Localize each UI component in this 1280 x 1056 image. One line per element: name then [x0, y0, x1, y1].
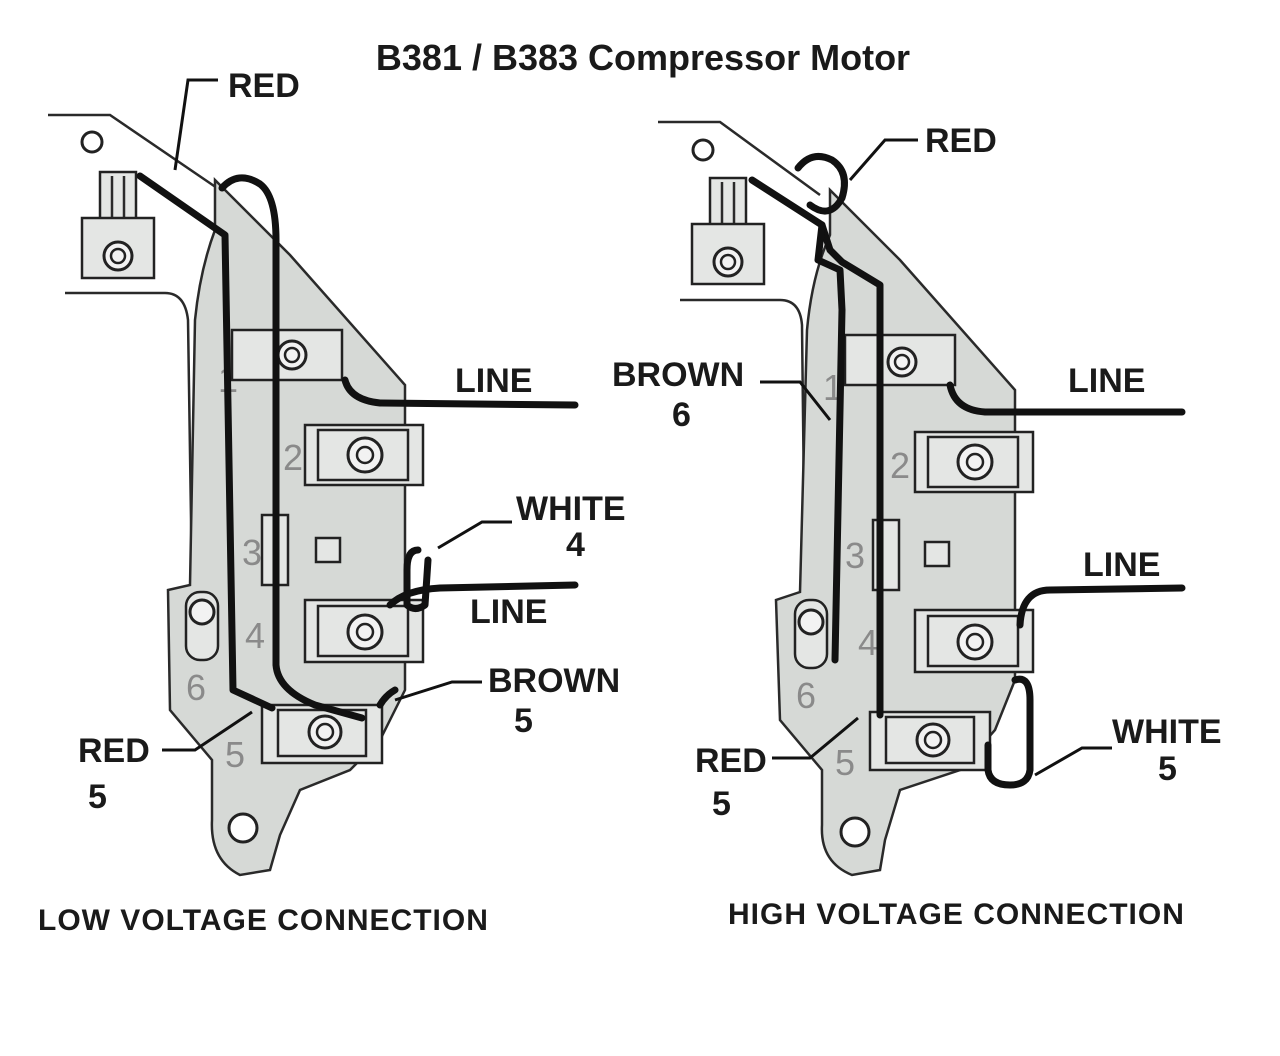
high-line-2-label: LINE	[1083, 546, 1160, 584]
low-white-4-wire	[403, 546, 432, 612]
high-line-2-wire	[1016, 584, 1186, 629]
high-line-1-wire	[946, 381, 1186, 416]
low-terminal-2-number: 2	[283, 437, 303, 478]
low-white-4-number: 4	[566, 526, 585, 564]
high-brown-6-label: BROWN	[612, 356, 744, 394]
low-terminal-3-number: 3	[242, 532, 262, 573]
high-brown-6-leader	[760, 380, 832, 421]
high-white-5-number: 5	[1158, 750, 1177, 788]
low-line-1-label: LINE	[455, 362, 532, 400]
high-terminal-6-number: 6	[796, 675, 816, 716]
low-terminal-6-number: 6	[186, 667, 206, 708]
high-line-1-label: LINE	[1068, 362, 1145, 400]
low-brown-5-wire	[376, 686, 399, 709]
high-bottom-hole	[839, 816, 871, 848]
high-terminal-3-square	[923, 540, 951, 568]
low-terminal-5-number: 5	[225, 734, 245, 775]
high-terminal-3-number: 3	[845, 535, 865, 576]
high-white-5-label: WHITE	[1112, 713, 1222, 751]
low-white-4-label: WHITE	[516, 490, 626, 528]
high-voltage-caption: HIGH VOLTAGE CONNECTION	[728, 898, 1185, 931]
low-voltage-panel: 1 2 3 4 5 6 RED LINE WHITE 4 LINE BROWN …	[38, 67, 626, 937]
low-bottom-hole	[227, 812, 259, 844]
high-terminal-5-number: 5	[835, 742, 855, 783]
low-red-top-label: RED	[228, 67, 300, 105]
high-brown-6-number: 6	[672, 396, 691, 434]
high-white-5-leader	[1034, 746, 1112, 777]
low-red-wire-loop	[218, 174, 366, 722]
low-brown-5-leader	[394, 680, 482, 702]
high-bracket-hole	[691, 138, 715, 162]
high-white-5-wire	[984, 675, 1034, 789]
high-red-5-number: 5	[712, 785, 731, 823]
low-white-4-leader	[437, 520, 512, 550]
low-red-wire-from-top	[136, 172, 276, 712]
high-voltage-panel: 1 2 3 4 5 6 RED BROWN 6 LINE LINE WHITE …	[612, 120, 1222, 931]
high-red-wire-inner	[814, 221, 846, 664]
high-red-top-label: RED	[925, 122, 997, 160]
low-mounting-bracket	[48, 113, 221, 586]
low-red-5-number: 5	[88, 778, 107, 816]
low-bracket-hole	[80, 130, 104, 154]
low-red-5-leader	[162, 710, 253, 752]
low-line-2-label: LINE	[470, 593, 547, 631]
high-terminal-2-number: 2	[890, 445, 910, 486]
high-mounting-bracket	[658, 120, 821, 591]
diagram-title: B381 / B383 Compressor Motor	[376, 37, 910, 78]
low-brown-5-number: 5	[514, 702, 533, 740]
high-top-clip-tab	[708, 176, 748, 230]
high-red-5-leader	[772, 716, 859, 760]
high-terminal-4-number: 4	[858, 622, 878, 663]
low-voltage-caption: LOW VOLTAGE CONNECTION	[38, 904, 489, 937]
high-red-top-leader	[848, 138, 918, 181]
low-red-top-leader	[173, 78, 218, 171]
low-red-5-label: RED	[78, 732, 150, 770]
high-red-wire-long	[748, 176, 884, 719]
low-terminal-4-number: 4	[245, 615, 265, 656]
low-line-2-wire	[386, 581, 579, 609]
low-line-1-wire	[341, 376, 579, 409]
low-terminal-3-square	[314, 536, 342, 564]
low-brown-5-label: BROWN	[488, 662, 620, 700]
high-red-wire-loop	[794, 152, 848, 215]
high-red-5-label: RED	[695, 742, 767, 780]
low-top-clip-tab	[98, 170, 138, 224]
